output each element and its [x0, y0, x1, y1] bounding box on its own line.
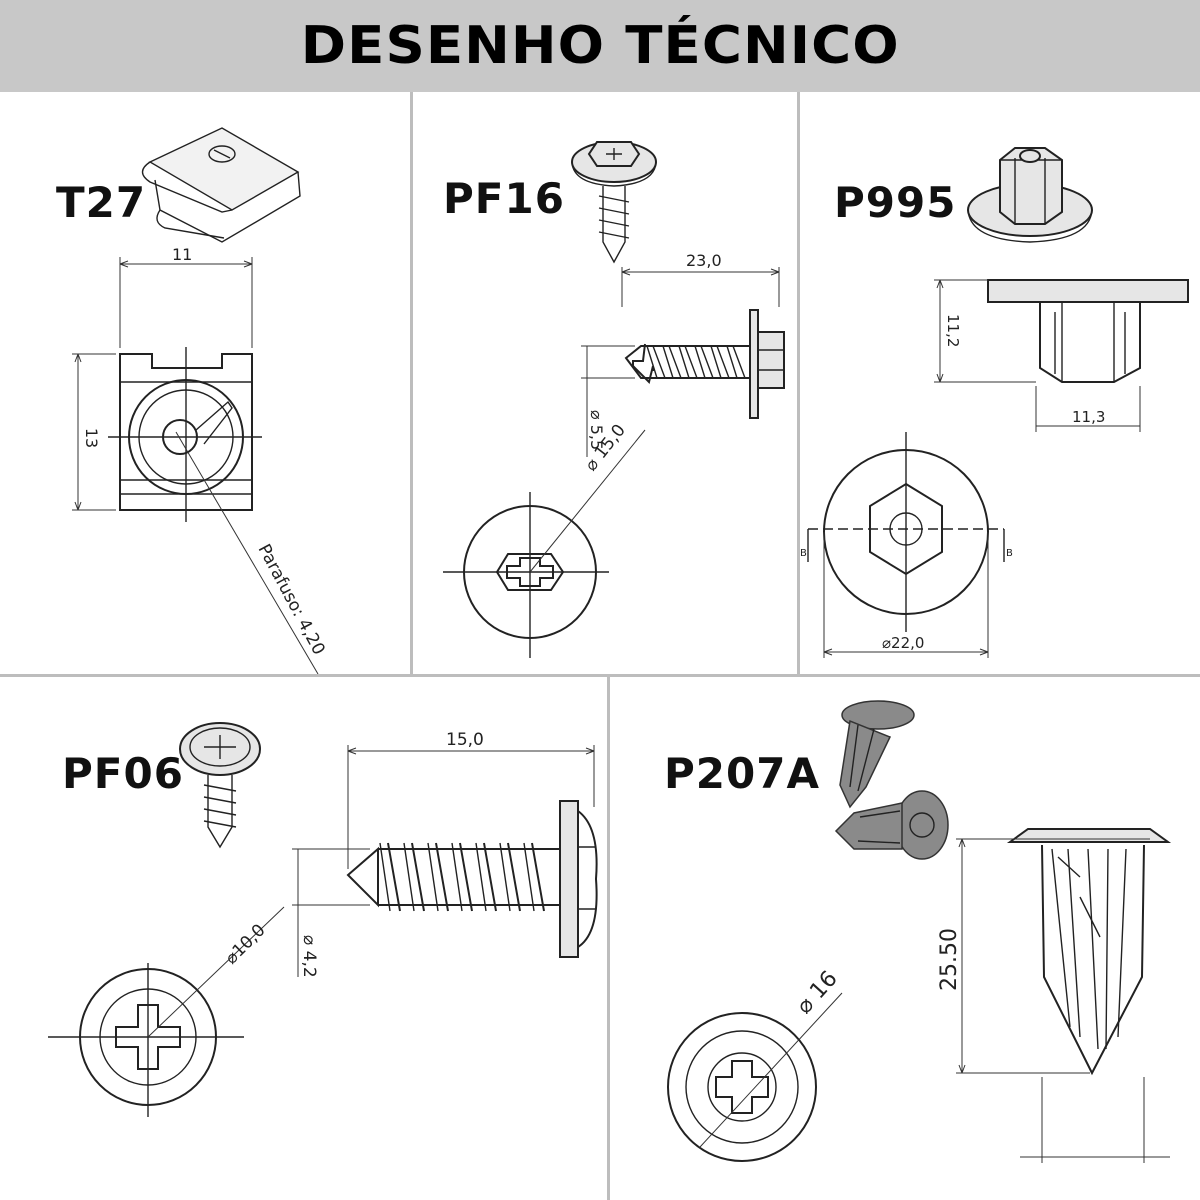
- pf06-side-dims: [292, 745, 595, 977]
- p995-dim-height: 11,2: [944, 314, 962, 347]
- t27-dim-width: 11: [172, 245, 192, 264]
- p207a-isometric-2: [834, 790, 949, 860]
- t27-dim-screw: Parafuso: 4,20: [254, 541, 329, 658]
- p207a-side-dims: [956, 838, 1170, 1163]
- pf16-front-view: [443, 429, 646, 658]
- p995-front-view: [807, 432, 1005, 632]
- p995-side-view: [987, 279, 1189, 383]
- part-code-p207a: P207A: [664, 749, 820, 798]
- part-code-pf16: PF16: [443, 174, 565, 223]
- page-title: DESENHO TÉCNICO: [300, 16, 900, 76]
- pf06-dim-length: 15,0: [446, 730, 484, 750]
- p995-front-dims: [823, 532, 989, 658]
- pf06-side-view: [346, 800, 598, 958]
- t27-isometric: [141, 127, 301, 243]
- part-code-pf06: PF06: [62, 749, 184, 798]
- t27-drawing: 11 13 Parafuso: 4,20: [72, 127, 329, 674]
- divider-v3: [607, 677, 610, 1200]
- pf16-isometric: [571, 141, 657, 264]
- pf06-dim-shank: ⌀ 4,2: [299, 935, 319, 978]
- panel-pf06: PF06 15,0 ⌀ 4,2: [0, 677, 607, 1200]
- divider-v2: [797, 92, 800, 674]
- pf06-front-view: [48, 906, 285, 1117]
- p207a-drawing: 25.50 ⌀ 16: [667, 700, 1172, 1163]
- pf06-drawing: 15,0 ⌀ 4,2 ⌀10,0: [48, 722, 598, 1117]
- p207a-dim-length: 25.50: [937, 928, 962, 991]
- pf16-dim-length: 23,0: [686, 251, 722, 270]
- panel-p995: P995 11,2 11,3: [800, 92, 1200, 674]
- divider-h: [0, 674, 1200, 677]
- p207a-isometric-1: [839, 700, 915, 809]
- t27-dim-height: 13: [82, 428, 101, 448]
- panel-p207a: P207A 25.50: [610, 677, 1200, 1200]
- t27-dimensions: [72, 257, 319, 674]
- t27-front-view: [108, 347, 262, 522]
- p995-section-b-left: B: [800, 548, 807, 559]
- pf16-drawing: 23,0 ⌀ 5,5 ⌀ 15,0: [443, 141, 785, 658]
- panel-pf16: PF16 23,0 ⌀ 5,5: [413, 92, 797, 674]
- p995-section-b-right: B: [1006, 548, 1013, 559]
- divider-v1: [410, 92, 413, 674]
- pf06-isometric: [179, 722, 261, 849]
- pf16-side-view: [624, 309, 785, 419]
- title-banner: DESENHO TÉCNICO: [0, 0, 1200, 92]
- part-code-p995: P995: [834, 178, 957, 227]
- p995-dim-flange: ⌀22,0: [882, 634, 924, 652]
- pf06-dim-head: ⌀10,0: [221, 920, 269, 968]
- p995-dim-hex: 11,3: [1072, 408, 1105, 426]
- p207a-dim-head: ⌀ 16: [792, 966, 843, 1019]
- part-code-t27: T27: [56, 178, 147, 227]
- p995-isometric: [967, 147, 1093, 243]
- p995-side-dims: [934, 279, 1141, 432]
- p207a-front-view: [667, 992, 843, 1162]
- p207a-side-view: [1006, 828, 1172, 1076]
- panel-t27: T27: [0, 92, 410, 674]
- pf16-side-dims: [581, 267, 780, 457]
- pf16-dim-shank: ⌀ 5,5: [587, 410, 606, 450]
- p995-drawing: 11,2 11,3 B B ⌀22,0: [800, 147, 1189, 658]
